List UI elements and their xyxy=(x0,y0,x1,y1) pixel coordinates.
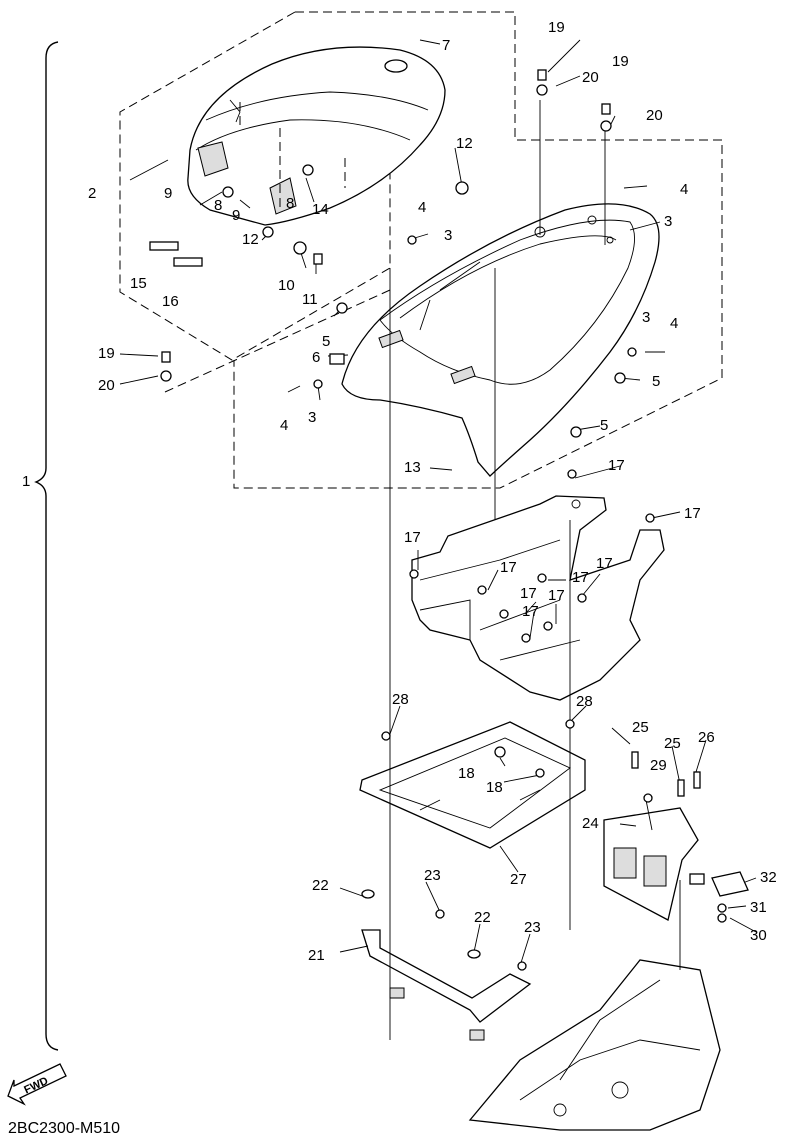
license-bracket xyxy=(603,807,699,921)
callout-3d: 3 xyxy=(642,309,650,326)
callout-17g: 17 xyxy=(520,585,537,602)
seat xyxy=(187,46,446,226)
cowl-group-outline xyxy=(233,11,723,489)
callout-19c: 19 xyxy=(98,345,115,362)
svg-text:FWD: FWD xyxy=(22,1075,50,1096)
callout-32: 32 xyxy=(760,869,777,886)
fwd-arrow-icon: FWD xyxy=(7,1063,67,1106)
drawing-code: 2BC2300-M510 xyxy=(8,1120,121,1137)
callout-20a: 20 xyxy=(582,69,599,86)
callout-6: 6 xyxy=(312,349,320,366)
seat-group-outline xyxy=(119,11,391,361)
callout-16: 16 xyxy=(162,293,179,310)
callout-25a: 25 xyxy=(632,719,649,736)
callout-14: 14 xyxy=(312,201,329,218)
callout-4c: 4 xyxy=(280,417,288,434)
callout-29: 29 xyxy=(650,757,667,774)
callout-21: 21 xyxy=(308,947,325,964)
assembly-brace xyxy=(34,41,59,1051)
callout-17f: 17 xyxy=(596,555,613,572)
leader-lines xyxy=(119,39,757,967)
callout-9a: 9 xyxy=(164,185,172,202)
seat-leader-lines xyxy=(239,102,346,210)
callout-3b: 3 xyxy=(444,227,452,244)
callout-19b: 19 xyxy=(612,53,629,70)
callout-9b: 9 xyxy=(232,207,240,224)
callout-17a: 17 xyxy=(608,457,625,474)
undertray-frame xyxy=(359,721,586,849)
callout-10: 10 xyxy=(278,277,295,294)
callout-7: 7 xyxy=(442,37,450,54)
callout-5c: 5 xyxy=(600,417,608,434)
callout-4d: 4 xyxy=(670,315,678,332)
callout-25b: 25 xyxy=(664,735,681,752)
callout-4a: 4 xyxy=(680,181,688,198)
callout-30: 30 xyxy=(750,927,767,944)
callout-11: 11 xyxy=(302,291,318,308)
callout-17h: 17 xyxy=(548,587,565,604)
callout-27: 27 xyxy=(510,871,527,888)
rear-frame xyxy=(468,959,721,1131)
fasteners xyxy=(149,69,749,971)
callout-labels: 1 2 7 19 20 19 20 12 4 3 4 3 9 8 9 8 14 … xyxy=(22,19,777,964)
callout-18b: 18 xyxy=(486,779,503,796)
callout-17d: 17 xyxy=(500,559,517,576)
rear-cowl xyxy=(341,203,660,477)
callout-5a: 5 xyxy=(322,333,330,350)
callout-19a: 19 xyxy=(548,19,565,36)
callout-23a: 23 xyxy=(424,867,441,884)
grab-bar xyxy=(361,929,532,1041)
callout-3c: 3 xyxy=(308,409,316,426)
undertray-bracket xyxy=(411,495,665,701)
callout-28b: 28 xyxy=(576,693,593,710)
callout-12b: 12 xyxy=(242,231,259,248)
callout-17i: 17 xyxy=(522,603,539,620)
callout-20c: 20 xyxy=(98,377,115,394)
callout-26: 26 xyxy=(698,729,715,746)
callout-2: 2 xyxy=(88,185,96,202)
callout-17c: 17 xyxy=(404,529,421,546)
callout-12a: 12 xyxy=(456,135,473,152)
callout-8b: 8 xyxy=(286,195,294,212)
callout-23b: 23 xyxy=(524,919,541,936)
callout-17e: 17 xyxy=(572,569,589,586)
callout-3a: 3 xyxy=(664,213,672,230)
callout-22a: 22 xyxy=(312,877,329,894)
callout-20b: 20 xyxy=(646,107,663,124)
callout-31: 31 xyxy=(750,899,767,916)
callout-22b: 22 xyxy=(474,909,491,926)
callout-17b: 17 xyxy=(684,505,701,522)
callout-28a: 28 xyxy=(392,691,409,708)
callout-18a: 18 xyxy=(458,765,475,782)
callout-13: 13 xyxy=(404,459,421,476)
callout-15: 15 xyxy=(130,275,147,292)
callout-4b: 4 xyxy=(418,199,426,216)
callout-24: 24 xyxy=(582,815,599,832)
callout-5b: 5 xyxy=(652,373,660,390)
callout-8a: 8 xyxy=(214,197,222,214)
callout-1: 1 xyxy=(22,473,30,490)
